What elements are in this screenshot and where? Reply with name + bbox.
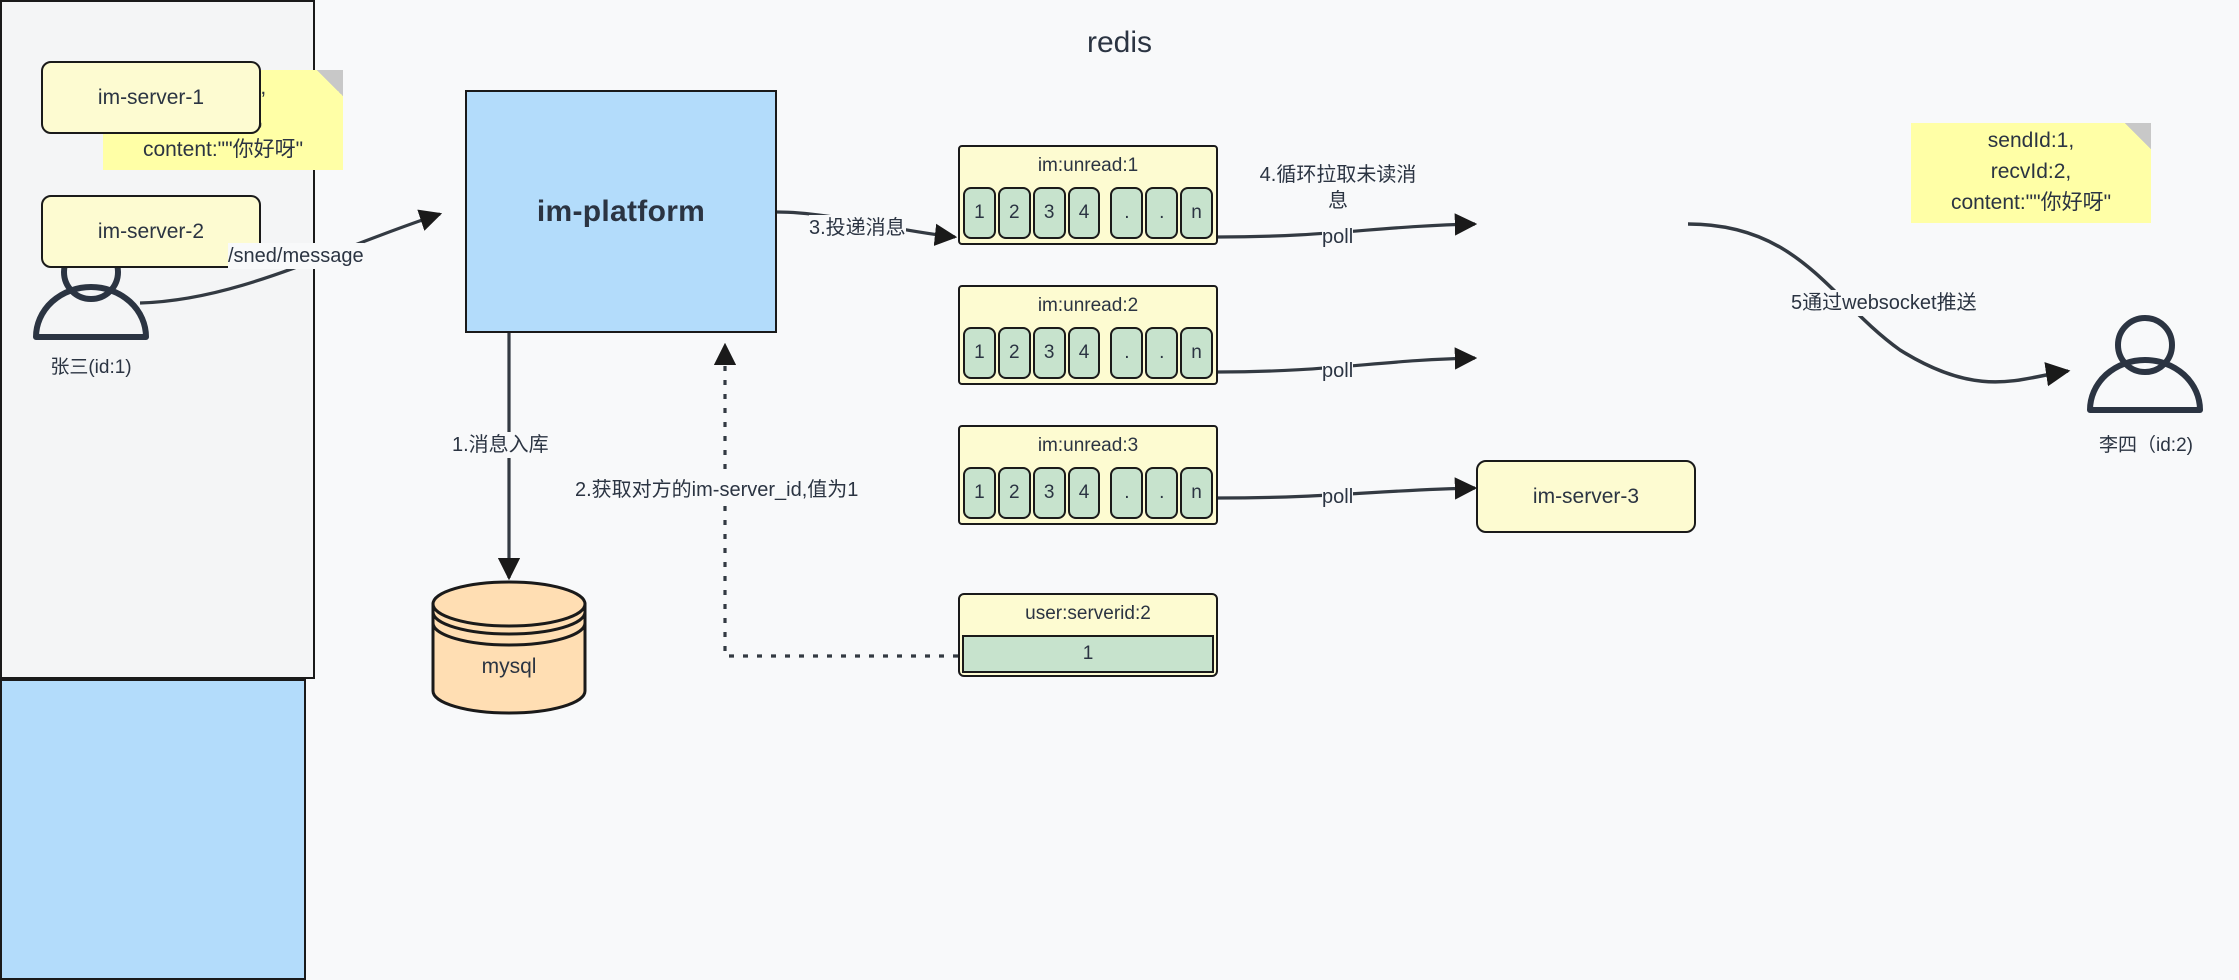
diagram-canvas xyxy=(33,209,2203,715)
queue-2-cells: 1 2 3 4 . . n xyxy=(963,327,1214,379)
redis-kv-user-serverid[interactable]: user:serverid:2 1 xyxy=(958,593,1218,677)
note-left-line3: content:""你好呀" xyxy=(142,137,304,161)
redis-queue-im-unread-3[interactable]: im:unread:3 1 2 3 4 . . n xyxy=(958,425,1218,525)
queue-2-cell: . xyxy=(1145,327,1179,379)
queue-2-cell: 1 xyxy=(963,327,996,379)
edge-sender-to-platform xyxy=(139,209,443,305)
queue-2-cell: 4 xyxy=(1067,327,1101,379)
queue-3-cell: 2 xyxy=(997,467,1031,519)
im-server-3-node[interactable]: im-server-3 xyxy=(1476,460,1696,533)
queue-1-cell: . xyxy=(1145,187,1179,239)
queue-1-cell: 2 xyxy=(997,187,1031,239)
redis-queue-im-unread-1[interactable]: im:unread:1 1 2 3 4 . . n xyxy=(958,145,1218,245)
kv-value-label: 1 xyxy=(962,635,1214,673)
queue-2-cell: 3 xyxy=(1032,327,1066,379)
sender-label: 张三(id:1) xyxy=(50,357,132,378)
edge-label-step-5: 5通过websocket推送 xyxy=(1791,290,1977,316)
edge-label-send-message: /sned/message xyxy=(228,243,364,269)
edge-label-step-4: 4.循环拉取未读消息 xyxy=(1258,162,1418,214)
redis-queue-im-unread-2[interactable]: im:unread:2 1 2 3 4 . . n xyxy=(958,285,1218,385)
queue-2-cell: . xyxy=(1110,327,1144,379)
queue-3-cell: n xyxy=(1180,467,1214,519)
edge-label-step-3: 3.投递消息 xyxy=(809,215,906,241)
redis-title: redis xyxy=(1086,26,1153,59)
queue-3-cell: 4 xyxy=(1067,467,1101,519)
edge-label-poll-2: poll xyxy=(1322,358,1354,384)
im-platform-node[interactable]: im-platform xyxy=(465,90,777,333)
receiver-avatar-icon xyxy=(2087,315,2203,413)
edge-label-step-1: 1.消息入库 xyxy=(452,432,549,458)
kv-key-label: user:serverid:2 xyxy=(1025,603,1151,624)
queue-3-cells: 1 2 3 4 . . n xyxy=(963,467,1214,519)
edge-label-poll-3: poll xyxy=(1322,484,1354,510)
queue-3-title: im:unread:3 xyxy=(1037,435,1139,456)
queue-2-title: im:unread:2 xyxy=(1037,295,1139,316)
mysql-label: mysql xyxy=(481,655,537,678)
edge-label-step-2: 2.获取对方的im-server_id,值为1 xyxy=(575,477,859,503)
note-fold-corner-icon xyxy=(2125,123,2151,149)
queue-3-cell: . xyxy=(1110,467,1144,519)
mysql-database-icon xyxy=(431,580,587,715)
receiver-label: 李四（id:2) xyxy=(2099,435,2193,456)
queue-1-cell: 3 xyxy=(1032,187,1066,239)
note-right-line1: sendId:1, xyxy=(1987,128,2075,152)
note-right-line3: content:""你好呀" xyxy=(1950,190,2112,214)
queue-1-cells: 1 2 3 4 . . n xyxy=(963,187,1214,239)
note-right-message-payload: sendId:1, recvId:2, content:""你好呀" xyxy=(1911,123,2151,223)
queue-3-cell: 3 xyxy=(1032,467,1066,519)
im-server-1-node[interactable]: im-server-1 xyxy=(41,61,261,134)
queue-1-title: im:unread:1 xyxy=(1037,155,1139,176)
im-server-2-node[interactable]: im-server-2 xyxy=(41,195,261,268)
queue-1-cell: 4 xyxy=(1067,187,1101,239)
queue-1-cell: n xyxy=(1180,187,1214,239)
queue-2-cell: n xyxy=(1180,327,1214,379)
queue-3-cell: . xyxy=(1145,467,1179,519)
edge-server1-to-receiver xyxy=(1687,222,2071,387)
queue-1-cell: . xyxy=(1110,187,1144,239)
queue-1-cell: 1 xyxy=(963,187,996,239)
note-fold-corner-icon xyxy=(317,70,343,96)
queue-2-cell: 2 xyxy=(997,327,1031,379)
edge-label-poll-1: poll xyxy=(1322,224,1354,250)
queue-3-cell: 1 xyxy=(963,467,996,519)
note-right-line2: recvId:2, xyxy=(1990,159,2072,183)
